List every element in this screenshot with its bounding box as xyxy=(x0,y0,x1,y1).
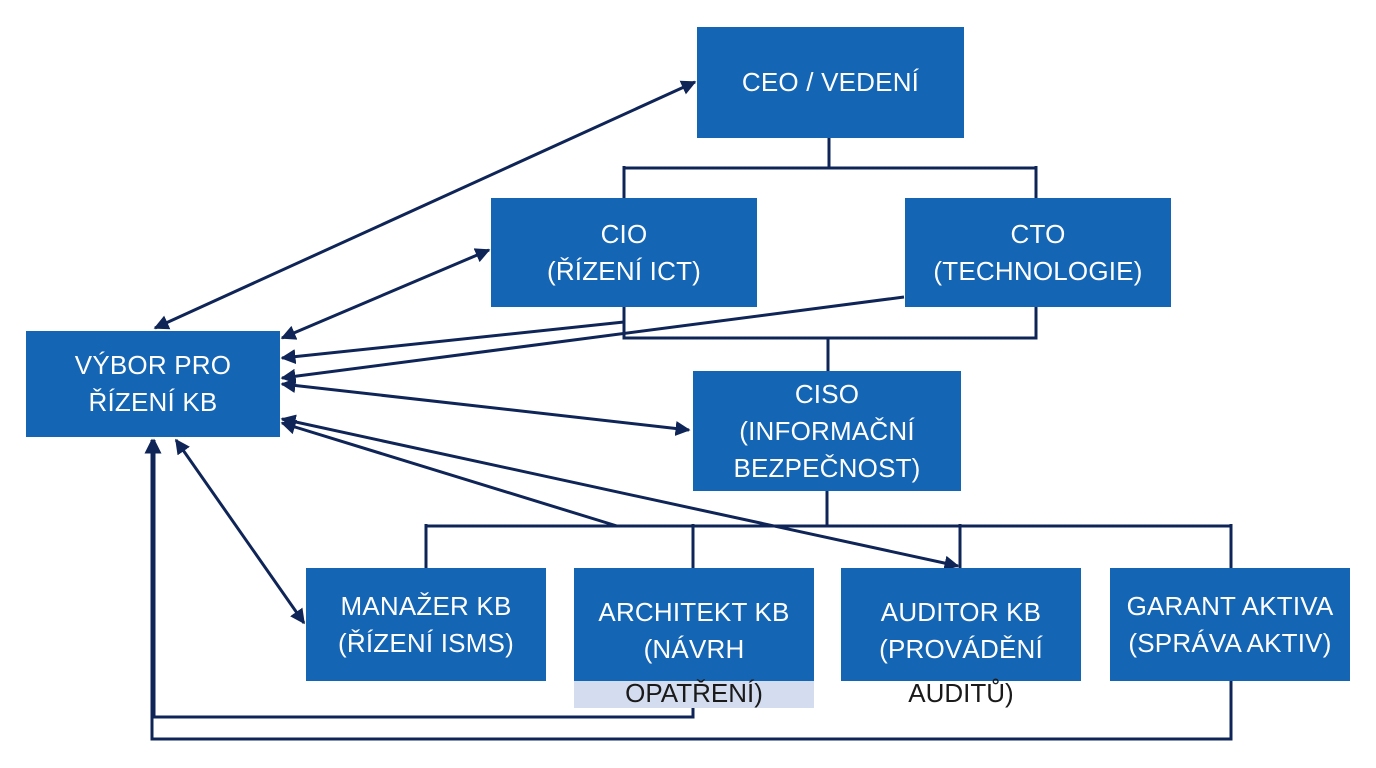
node-cto: CTO (TECHNOLOGIE) xyxy=(905,198,1171,307)
arrow-cto-to-vybor xyxy=(280,295,905,384)
node-garant: GARANT AKTIVA (SPRÁVA AKTIV) xyxy=(1110,568,1350,681)
arrow-vybor-cio xyxy=(280,248,491,340)
connector-ciso-to-roles xyxy=(424,491,1233,568)
arrow-vybor-ciso xyxy=(280,378,691,436)
node-manazer: MANAŽER KB (ŘÍZENÍ ISMS) xyxy=(306,568,546,681)
node-architekt-subtitle-1: (NÁVRH xyxy=(643,634,745,664)
node-architekt-title: ARCHITEKT KB xyxy=(598,597,790,627)
arrow-vybor-auditor xyxy=(280,414,960,571)
arrow-vybor-manazer xyxy=(174,438,306,625)
node-ceo: CEO / VEDENÍ xyxy=(697,27,964,138)
connector-level2-to-ciso xyxy=(622,307,1038,371)
node-cio-title: CIO xyxy=(600,218,648,249)
node-architekt-overflow-band xyxy=(574,681,814,708)
node-cto-title: CTO xyxy=(1010,218,1066,249)
arrow-architekt-to-vybor xyxy=(280,419,618,528)
node-vybor: VÝBOR PRO ŘÍZENÍ KB xyxy=(26,331,280,437)
node-garant-subtitle: (SPRÁVA AKTIV) xyxy=(1128,627,1332,658)
node-cio-subtitle: (ŘÍZENÍ ICT) xyxy=(546,255,702,286)
arrow-cio-to-vybor xyxy=(280,320,625,365)
node-ciso: CISO (INFORMAČNÍ BEZPEČNOST) xyxy=(693,371,961,491)
node-auditor-subtitle-1: (PROVÁDĚNÍ xyxy=(879,634,1043,664)
node-manazer-subtitle: (ŘÍZENÍ ISMS) xyxy=(338,627,514,658)
node-architekt-subtitle-2: OPATŘENÍ) xyxy=(625,678,763,708)
node-architekt: ARCHITEKT KB (NÁVRH xyxy=(574,568,814,681)
node-garant-title: GARANT AKTIVA xyxy=(1126,590,1334,621)
node-auditor: AUDITOR KB (PROVÁDĚNÍ xyxy=(841,568,1081,681)
node-manazer-title: MANAŽER KB xyxy=(340,590,512,621)
node-ciso-title: CISO xyxy=(794,378,860,409)
node-auditor-title: AUDITOR KB xyxy=(880,597,1042,627)
arrow-vybor-ceo xyxy=(153,80,697,330)
connector-ceo-to-level2 xyxy=(622,138,1038,198)
node-cio: CIO (ŘÍZENÍ ICT) xyxy=(491,198,757,307)
node-vybor-line1: VÝBOR PRO xyxy=(74,350,232,380)
return-line-garant xyxy=(144,438,1233,741)
node-ciso-subtitle-1: (INFORMAČNÍ xyxy=(739,415,915,446)
node-ciso-subtitle-2: BEZPEČNOST) xyxy=(733,452,921,483)
node-ceo-label: CEO / VEDENÍ xyxy=(741,67,920,97)
node-cto-subtitle: (TECHNOLOGIE) xyxy=(933,255,1143,286)
node-vybor-line2: ŘÍZENÍ KB xyxy=(88,387,218,417)
node-auditor-subtitle-2: AUDITŮ) xyxy=(908,678,1014,708)
